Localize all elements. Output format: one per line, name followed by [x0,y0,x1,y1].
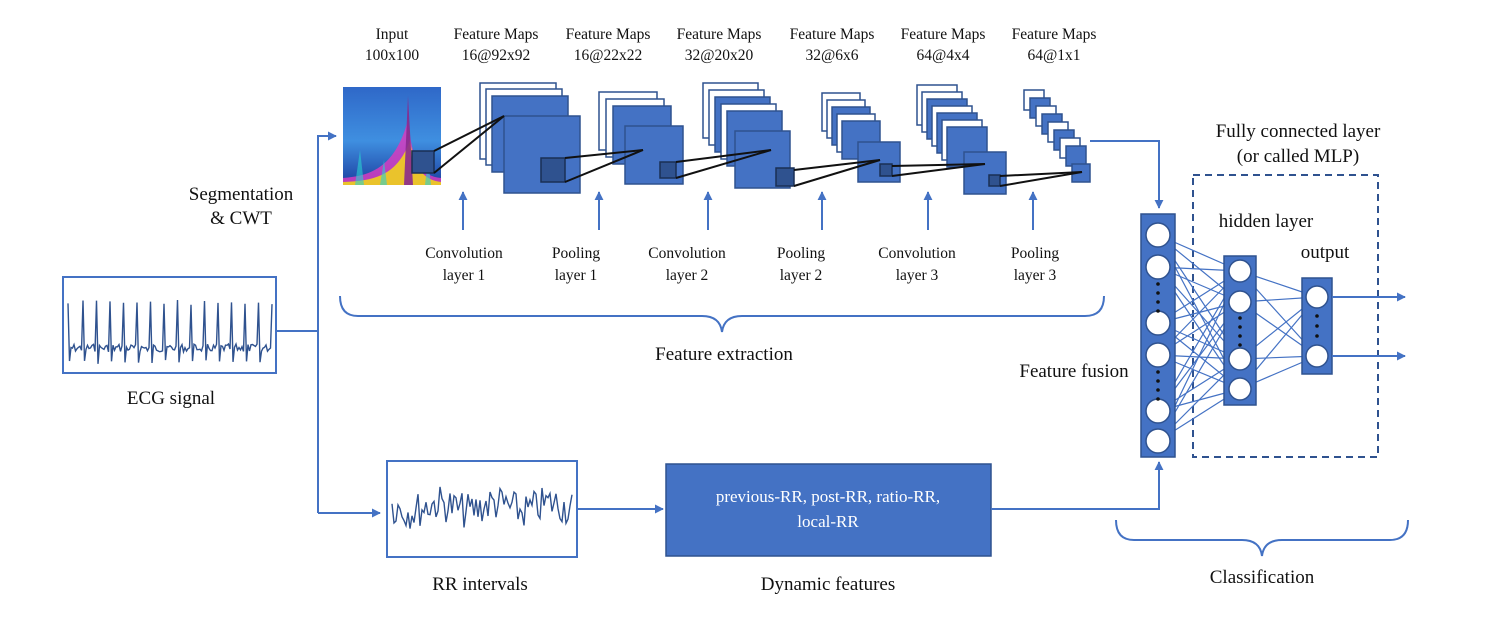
dynamic-features-line2: local-RR [797,512,859,531]
op-pool3-line2: layer 3 [1014,267,1057,284]
ellipsis-dot [1156,397,1160,401]
ellipsis-dot [1156,309,1160,313]
mlp-dashed-frame [1192,174,1379,458]
ecg-branch-connectors [276,131,381,518]
fusion-node [1145,254,1171,280]
dynamic-features-box [665,463,992,557]
output-arrows [1332,292,1406,361]
op-conv3-line2: layer 3 [896,267,939,284]
header-fm1-line1: Feature Maps [454,26,539,43]
ellipsis-dot [1156,282,1160,286]
cwt-input-image [343,87,441,185]
feature-maps-5 [916,84,1007,195]
dynamic-to-fusion-arrow [991,461,1164,510]
feature-extraction-brace [339,295,1105,333]
hidden-node [1228,290,1252,314]
op-pool1-line2: layer 1 [555,267,598,284]
ellipsis-dot [1156,300,1160,304]
header-fm5-line2: 64@4x4 [916,47,969,64]
op-conv3-line1: Convolution [878,245,956,262]
dynamic-features-label: Dynamic features [761,574,896,595]
ecg-signal-label: ECG signal [127,388,215,409]
output-node [1305,344,1329,368]
header-input-line1: Input [376,26,409,43]
operation-labels: Convolution layer 1 Pooling layer 1 Conv… [425,245,1059,284]
ellipsis-dot [1156,291,1160,295]
feature-fusion-label: Feature fusion [1019,361,1129,382]
header-fm6-line2: 64@1x1 [1027,47,1080,64]
op-conv2-line2: layer 2 [666,267,709,284]
ellipsis-dot [1156,388,1160,392]
ellipsis-dot [1156,379,1160,383]
ecg-waveform [67,299,273,364]
hidden-node [1228,347,1252,371]
fusion-node [1145,310,1171,336]
ellipsis-dot [1315,324,1319,328]
fusion-node [1145,342,1171,368]
feature-maps-4 [821,92,901,183]
ellipsis-dot [1238,325,1242,329]
fusion-node [1145,222,1171,248]
feature-maps-3 [702,82,795,189]
hidden-layer [1223,255,1257,406]
fc-layer-label-line1: Fully connected layer [1216,121,1381,142]
header-fm6-line1: Feature Maps [1012,26,1097,43]
fusion-node [1145,398,1171,424]
op-pool2-line2: layer 2 [780,267,823,284]
layer-headers: Input 100x100 Feature Maps 16@92x92 Feat… [365,26,1097,64]
segmentation-label-line2: & CWT [210,208,272,229]
output-node [1305,285,1329,309]
op-pool1-line1: Pooling [552,245,600,262]
op-pool3-line1: Pooling [1011,245,1059,262]
operation-arrows [458,191,1038,230]
classification-label: Classification [1210,567,1315,588]
ellipsis-dot [1315,314,1319,318]
op-pool2-line1: Pooling [777,245,825,262]
output-label: output [1301,242,1350,263]
header-fm4-line1: Feature Maps [790,26,875,43]
header-input-line2: 100x100 [365,47,420,64]
feature-extraction-label: Feature extraction [655,344,793,365]
ellipsis-dot [1238,334,1242,338]
hidden-node [1228,377,1252,401]
rr-waveform [391,486,573,529]
hidden-node [1228,259,1252,283]
header-fm3-line2: 32@20x20 [685,47,754,64]
fusion-layer [1140,213,1176,458]
rr-intervals-label: RR intervals [432,574,528,595]
ellipsis-dot [1315,334,1319,338]
header-fm2-line2: 16@22x22 [574,47,643,64]
header-fm1-line2: 16@92x92 [462,47,531,64]
fusion-node [1145,428,1171,454]
rr-intervals-panel [386,460,578,558]
header-fm2-line1: Feature Maps [566,26,651,43]
header-fm4-line2: 32@6x6 [805,47,858,64]
feature-maps-6 [1023,89,1091,183]
header-fm5-line1: Feature Maps [901,26,986,43]
classification-brace [1115,519,1409,557]
feature-maps-1 [479,82,581,194]
ellipsis-dot [1238,343,1242,347]
segmentation-label-line1: Segmentation [189,184,294,205]
ecg-signal-panel [62,276,277,374]
op-conv1-line2: layer 1 [443,267,486,284]
op-conv1-line1: Convolution [425,245,503,262]
receptive-field-lines [433,115,1083,187]
op-conv2-line1: Convolution [648,245,726,262]
fc-layer-label-line2: (or called MLP) [1237,146,1359,167]
ellipsis-dot [1156,370,1160,374]
cnn-to-fusion-arrow [1090,140,1164,209]
hidden-layer-label: hidden layer [1219,211,1314,232]
output-layer [1301,277,1333,375]
header-fm3-line1: Feature Maps [677,26,762,43]
dynamic-features-line1: previous-RR, post-RR, ratio-RR, [716,487,940,506]
ellipsis-dot [1238,316,1242,320]
feature-maps-2 [598,91,684,185]
